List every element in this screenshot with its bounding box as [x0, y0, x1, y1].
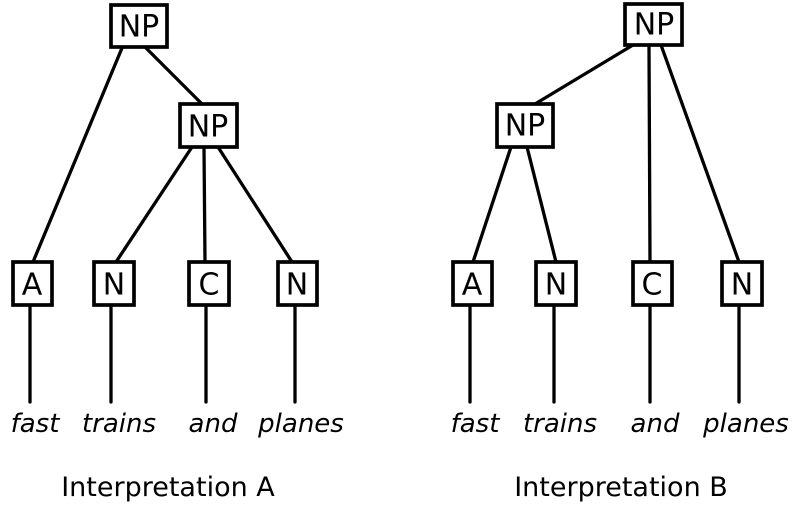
tree-b-root-np-box [623, 2, 684, 47]
tree-a-leaf-n1-label: N [103, 268, 125, 303]
tree-a-root-np-label: NP [119, 10, 160, 45]
tree-b-leaf-n2-label: N [731, 268, 753, 303]
tree-b-leaf-n1-label: N [545, 268, 567, 303]
tree-b-leaf-c-label: C [642, 268, 663, 303]
tree-b-word-fast: fast [451, 409, 501, 439]
tree-b-leaf-n2-box [720, 260, 764, 307]
edge-b-root-to-inner-np [533, 43, 635, 106]
tree-b-word-planes: planes [702, 409, 789, 439]
edge-b-inner-np-to-leaf-a [471, 145, 513, 264]
tree-a-leaf-a-label: A [22, 268, 43, 303]
edge-a-inner-np-to-leaf-n2 [216, 145, 294, 264]
caption-interpretation-b: Interpretation B [514, 472, 728, 503]
tree-a-word-and: and [189, 409, 238, 439]
tree-b-leaf-n1-box [534, 260, 578, 307]
tree-a-inner-np-label: NP [188, 110, 229, 145]
edge-a-root-to-inner-np [144, 46, 205, 107]
edge-a-root-to-leaf-a [31, 46, 124, 264]
tree-b-word-and: and [631, 409, 680, 439]
tree-a-root-np-box [109, 3, 169, 49]
tree-a-word-planes: planes [257, 409, 344, 439]
tree-a-word-fast: fast [11, 409, 61, 439]
tree-b-inner-np-label: NP [505, 109, 546, 144]
edge-b-inner-np-to-leaf-n1 [525, 145, 558, 264]
tree-b-leaf-a-label: A [462, 268, 483, 303]
edge-b-root-to-leaf-c [647, 44, 652, 264]
tree-a-leaf-c-box [187, 260, 231, 307]
edge-a-inner-np-to-leaf-c [202, 145, 207, 264]
tree-a-leaf-c-label: C [199, 268, 220, 303]
edge-b-root-to-leaf-n2 [659, 43, 741, 264]
tree-a-leaf-n1-box [92, 260, 136, 307]
tree-b-leaf-c-box [631, 260, 674, 307]
tree-b-leaf-a-box [451, 260, 494, 307]
edge-a-inner-np-to-leaf-n1 [114, 145, 194, 264]
tree-b-root-np-label: NP [634, 8, 675, 43]
tree-a-leaf-n2-label: N [286, 268, 308, 303]
tree-interpretation-b: NP NP A N C N fast trains and planes Int… [451, 2, 789, 503]
tree-b-word-trains: trains [523, 409, 597, 439]
caption-interpretation-a: Interpretation A [61, 472, 275, 503]
tree-a-leaf-n2-box [276, 260, 319, 307]
tree-b-inner-np-box [495, 102, 555, 149]
tree-a-leaf-a-box [11, 260, 54, 307]
tree-a-word-trains: trains [82, 409, 156, 439]
tree-interpretation-a: NP NP A N C N fast trains and planes Int… [11, 3, 344, 503]
tree-a-inner-np-box [178, 102, 239, 149]
